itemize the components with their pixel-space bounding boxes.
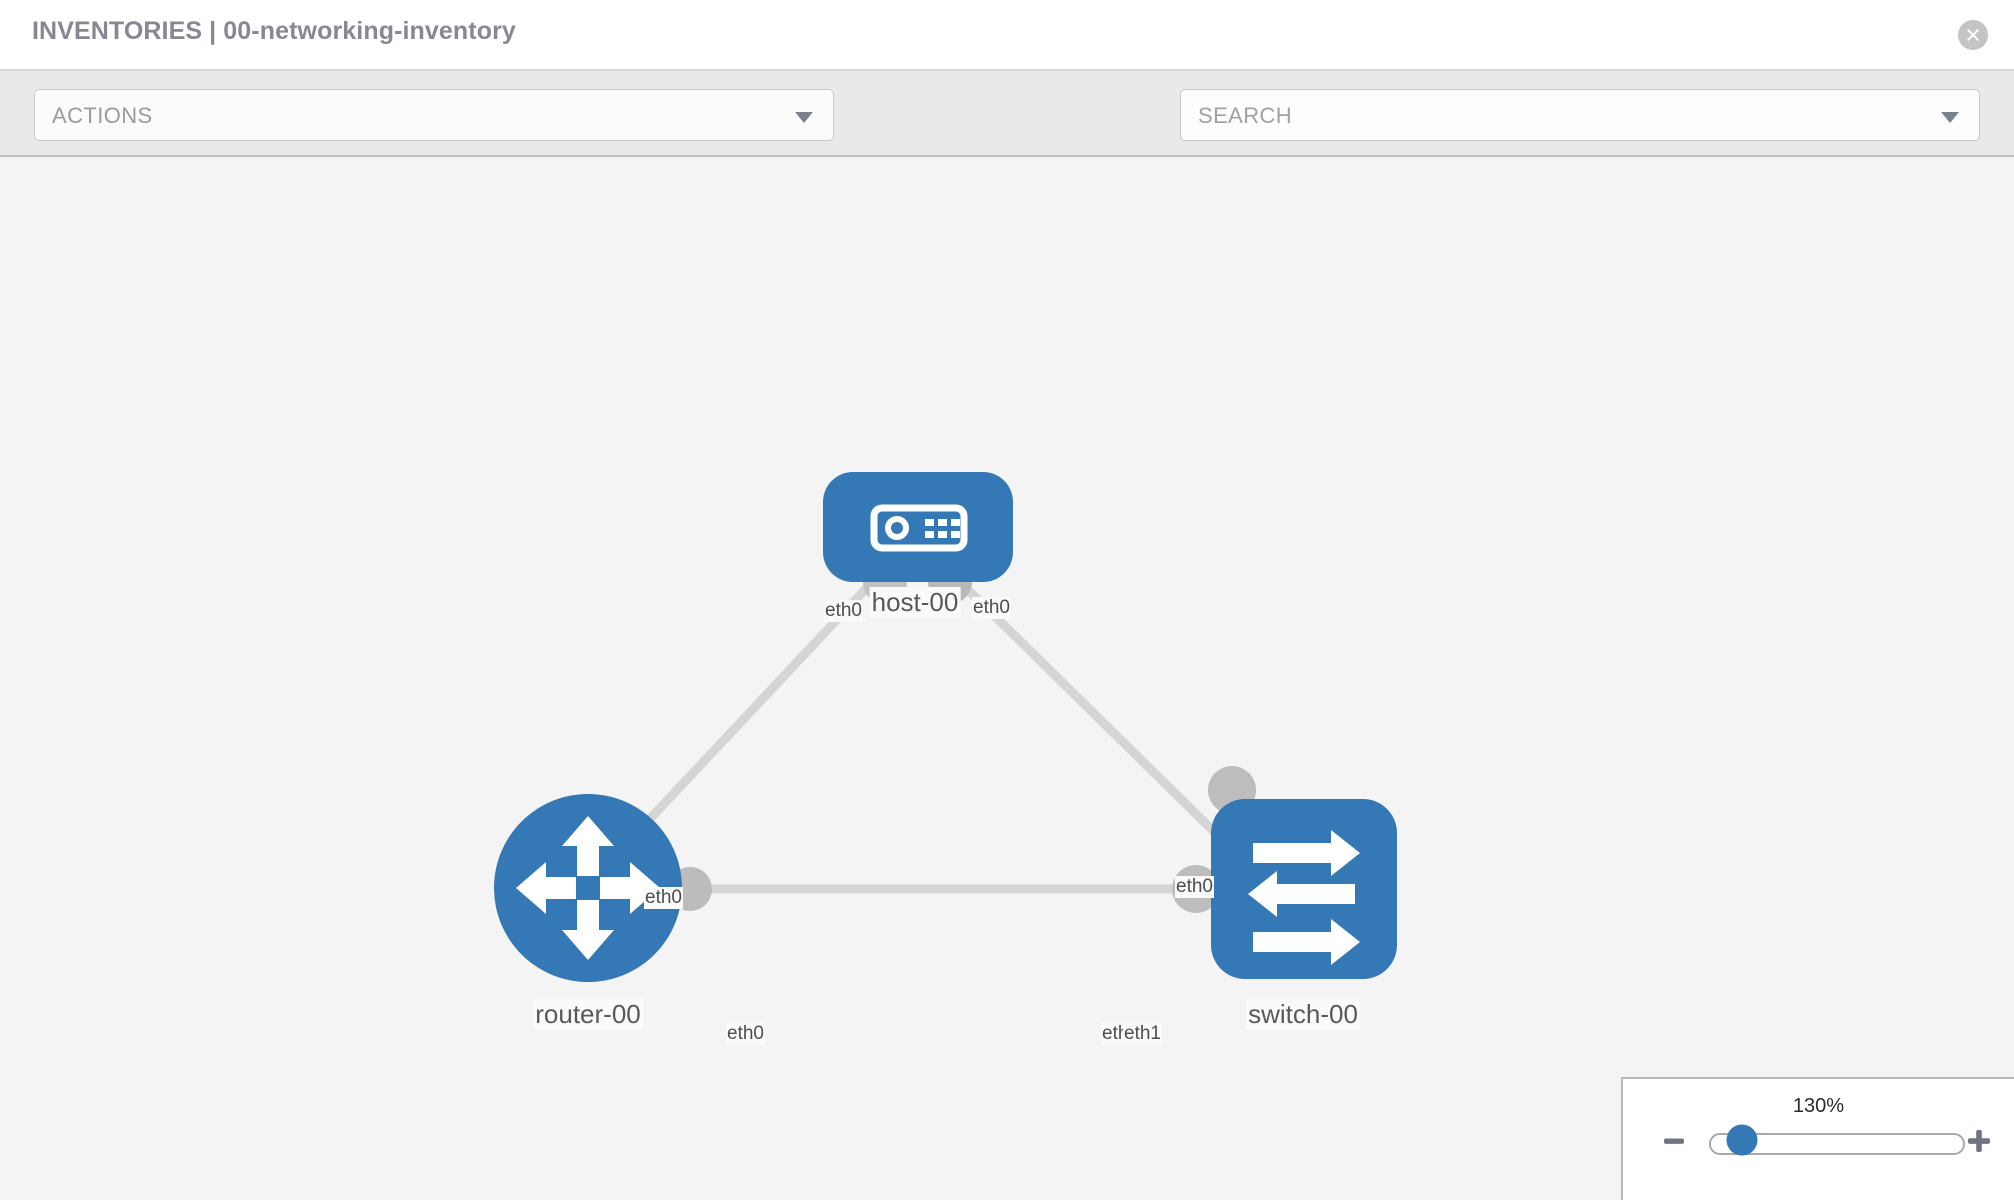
zoom-percent-label: 130% <box>1792 1095 1845 1117</box>
topology-links <box>596 573 1249 894</box>
node-switch-00[interactable] <box>1211 799 1397 979</box>
link-host-switch[interactable] <box>951 573 1249 866</box>
topology-connectors <box>668 560 1256 913</box>
node-router-00[interactable] <box>494 794 682 982</box>
plus-icon <box>1965 1127 1993 1160</box>
actions-dropdown[interactable]: ACTIONS <box>34 89 834 141</box>
zoom-slider-track[interactable] <box>1709 1133 1965 1155</box>
topology-canvas[interactable]: host-00 router-00 switch-00 eth0 eth0 et… <box>0 157 2014 1200</box>
switch-arrows-icon <box>1248 830 1360 965</box>
chevron-down-icon <box>795 112 813 123</box>
page-header: INVENTORIES | 00-networking-inventory <box>0 0 2014 71</box>
search-chevron-down-icon[interactable] <box>1941 112 1959 123</box>
actions-dropdown-label: ACTIONS <box>52 103 153 128</box>
zoom-in-button[interactable] <box>1962 1126 1996 1160</box>
zoom-control-panel: 130% <box>1621 1077 2014 1200</box>
zoom-out-button[interactable] <box>1657 1126 1691 1160</box>
topology-graph <box>494 472 1397 982</box>
node-host-00[interactable] <box>823 472 1013 582</box>
search-placeholder: SEARCH <box>1198 103 1293 128</box>
search-input[interactable]: SEARCH <box>1180 89 1980 141</box>
page-title: INVENTORIES | 00-networking-inventory <box>32 17 516 45</box>
close-icon <box>1964 26 1982 44</box>
minus-icon <box>1661 1128 1687 1159</box>
toolbar: ACTIONS <box>0 71 2014 190</box>
server-appliance-icon <box>870 504 968 552</box>
close-button[interactable] <box>1958 20 1988 50</box>
zoom-slider-thumb[interactable] <box>1726 1124 1758 1156</box>
